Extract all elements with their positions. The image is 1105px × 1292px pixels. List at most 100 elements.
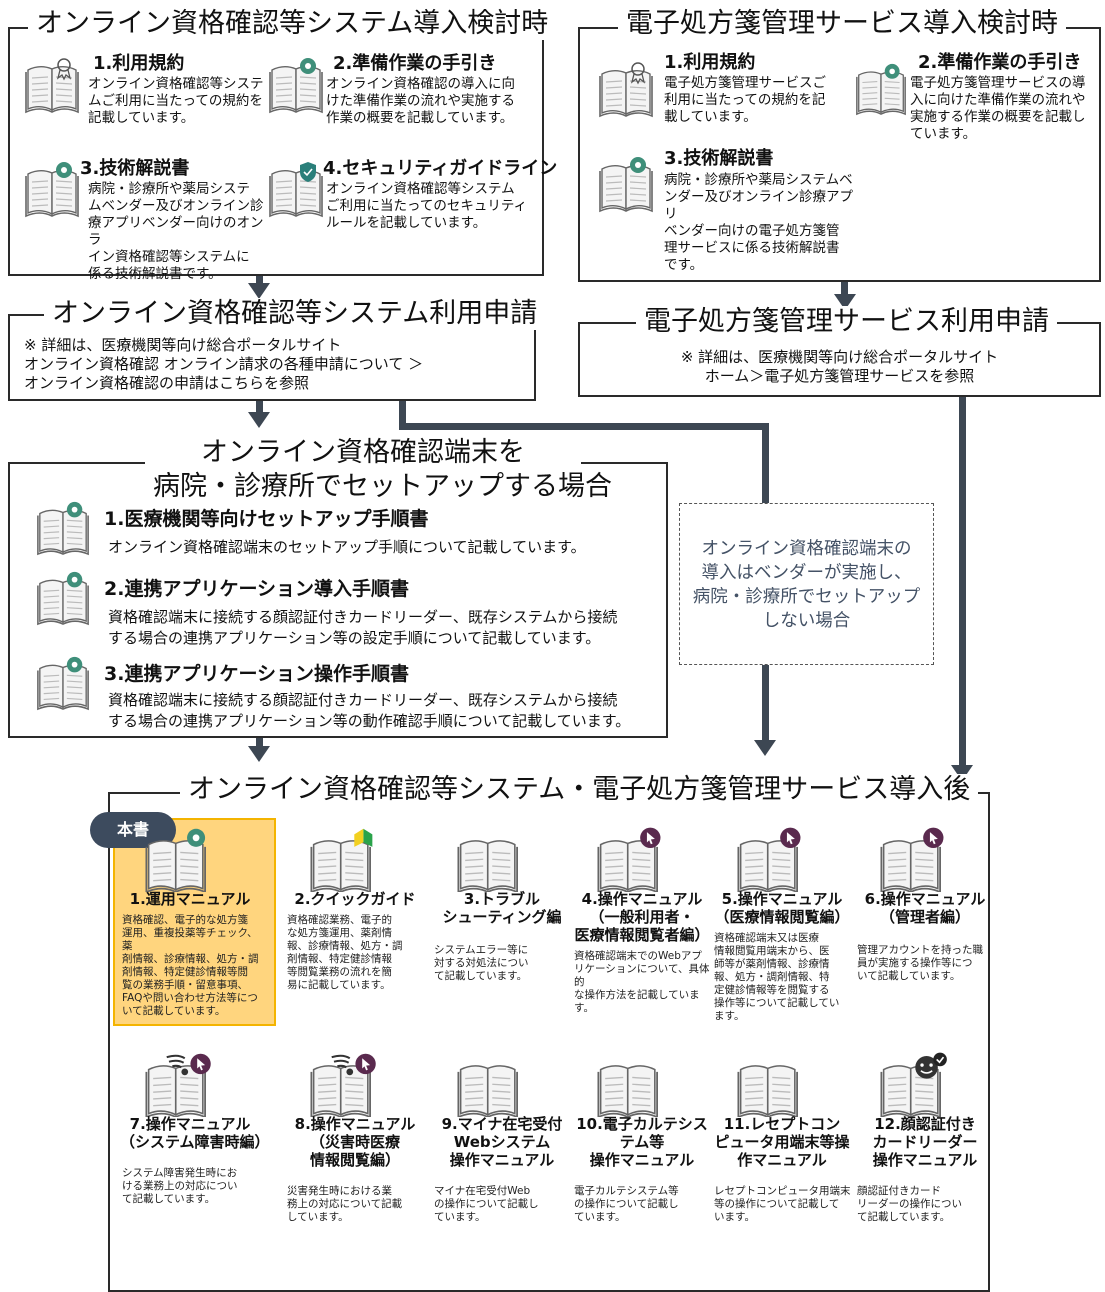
erx-study-title: 電子処方箋管理サービス導入検討時 xyxy=(618,8,1066,40)
manual-card-desc-line: な操作方法を記載していま xyxy=(574,989,700,1001)
connector-erx-study-to-apply xyxy=(841,282,848,300)
manual-card-desc-line: いて記載しています。 xyxy=(857,970,961,982)
book-storm-icon xyxy=(140,1047,216,1121)
book-shield-icon xyxy=(268,160,324,222)
manual-card-desc-line: マイナ在宅受付Web xyxy=(434,1185,531,1197)
manual-card-desc: 災害発生時における業務上の対応について記載しています。 xyxy=(287,1185,425,1224)
manual-card-desc-line: の操作について記載し xyxy=(574,1198,679,1210)
manual-card-title: 8.操作マニュアル（災害時医療情報閲覧編） xyxy=(285,1115,425,1169)
manual-card-title: 12.顔認証付きカードリーダー操作マニュアル xyxy=(855,1115,995,1169)
erx-tech-guide-desc: 病院・診療所や薬局システムベ ンダー及びオンライン診療アプリ ベンダー向けの電子… xyxy=(664,172,853,273)
erx-terms-title: 1.利用規約 xyxy=(664,52,756,73)
manual-card-desc-line: 報、処方・調剤情報、特 xyxy=(714,971,830,983)
manual-card-title: 10.電子カルテシステム等操作マニュアル xyxy=(572,1115,712,1169)
connector-vendor-to-after xyxy=(762,665,769,745)
manual-card-desc: 顔認証付きカードリーダーの操作について記載しています。 xyxy=(857,1185,995,1224)
manual-card-desc-line: 剤情報、特定健診情報 xyxy=(287,953,392,965)
book-cursor-icon xyxy=(875,822,951,896)
book-gear-icon xyxy=(30,655,96,715)
online-apply-notes: ※ 詳細は、医療機関等向け総合ポータルサイト オンライン資格確認 オンライン請求… xyxy=(24,336,424,392)
book-gear-icon xyxy=(30,500,96,560)
manual-card-desc-line: の操作について記載し xyxy=(434,1198,539,1210)
manual-card-desc-line: 剤情報、特定健診情報等閲 xyxy=(122,966,248,978)
book-gear-icon xyxy=(268,56,324,118)
book-plain-icon xyxy=(592,1047,668,1121)
book-gear-icon xyxy=(24,160,80,222)
manual-card-desc-line: います。 xyxy=(714,1211,755,1223)
manual-card-title-line: 4.操作マニュアル xyxy=(581,890,703,908)
manual-card-title-line: 作マニュアル xyxy=(737,1151,827,1169)
setup-title: オンライン資格確認端末を 病院・診療所でセットアップする場合 xyxy=(145,436,612,504)
book-gear-icon xyxy=(598,155,654,217)
manual-card-title: 2.クイックガイド xyxy=(285,890,425,908)
manual-card-title-line: 1.運用マニュアル xyxy=(129,890,251,908)
manual-card-desc: 電子カルテシステム等の操作について記載しています。 xyxy=(574,1185,712,1224)
manual-card-title-line: 6.操作マニュアル xyxy=(864,890,986,908)
manual-card-desc-line: いて記載しています。 xyxy=(122,1005,226,1017)
manual-card-desc: 資格確認業務、電子的な処方箋運用、薬剤情報、診療情報、処方・調剤情報、特定健診情… xyxy=(287,914,425,992)
online-terms-title: 1.利用規約 xyxy=(93,53,185,74)
manual-card-desc-line: 易に記載しています。 xyxy=(287,979,391,991)
manual-card-desc: システム障害発生時における業務上の対応について記載しています。 xyxy=(122,1167,260,1206)
manual-card-desc-line: 運用、重複投薬等チェック、薬 xyxy=(122,927,258,952)
manual-card-desc-line: リーダーの操作につい xyxy=(857,1198,962,1210)
book-plain-icon xyxy=(732,1047,808,1121)
manual-card-desc-line: 対する対処法につい xyxy=(434,957,529,969)
manual-card-desc-line: リケーションについて、具体的 xyxy=(574,963,710,988)
manual-card-desc-line: す。 xyxy=(574,1002,594,1014)
arrowhead xyxy=(754,740,776,756)
manual-card-desc-line: 報、診療情報、処方・調 xyxy=(287,940,403,952)
manual-card-desc-line: 等の操作について記載して xyxy=(714,1198,840,1210)
erx-terms-desc: 電子処方箋管理サービスご 利用に当たっての規約を記 載しています。 xyxy=(664,75,826,125)
link-app-install-desc: 資格確認端末に接続する顔認証付きカードリーダー、既存システムから接続 する場合の… xyxy=(108,608,618,647)
manual-card-desc-line: 資格確認端末でのWebアプ xyxy=(574,950,702,962)
manual-card-title-line: 5.操作マニュアル xyxy=(721,890,843,908)
manual-card-desc-line: 覧の業務手順・留意事項、 xyxy=(122,979,248,991)
arrowhead xyxy=(248,283,270,299)
manual-card-desc-line: 定健診情報等を閲覧する xyxy=(714,984,830,996)
manual-card-desc-line: て記載しています。 xyxy=(434,970,528,982)
manual-card-title-line: カードリーダー xyxy=(872,1133,978,1151)
book-storm-icon xyxy=(305,1047,381,1121)
manual-card-desc-line: て記載しています。 xyxy=(122,1193,216,1205)
manual-card-title-line: 操作マニュアル xyxy=(872,1151,978,1169)
link-app-operation-title: 3.連携アプリケーション操作手順書 xyxy=(104,663,410,685)
online-security-title: 4.セキュリティガイドライン xyxy=(323,158,558,179)
manual-card-desc-line: 資格確認、電子的な処方箋 xyxy=(122,914,248,926)
vendor-setup-note xyxy=(679,503,934,665)
book-cursor-icon xyxy=(732,822,808,896)
book-ribbon-icon xyxy=(598,60,654,122)
manual-card-desc-line: 情報閲覧用端末から、医 xyxy=(714,945,830,957)
manual-card-desc: システムエラー等に対する対処法について記載しています。 xyxy=(434,944,572,983)
manual-card-title-line: （管理者編） xyxy=(879,908,970,926)
book-face-icon xyxy=(875,1047,951,1121)
online-terms-desc: オンライン資格確認等システ ムご利用に当たっての規約を 記載しています。 xyxy=(88,76,264,126)
manual-card-desc-line: 師等が薬剤情報、診療情 xyxy=(714,958,830,970)
book-gear-icon xyxy=(30,570,96,630)
online-tech-guide-title: 3.技術解説書 xyxy=(80,158,190,179)
manual-card-desc-line: 員が実施する操作等につ xyxy=(857,957,973,969)
manual-card-desc-line: ています。 xyxy=(434,1211,486,1223)
book-plain-icon xyxy=(452,1047,528,1121)
book-cursor-icon xyxy=(592,822,668,896)
online-prep-guide-title: 2.準備作業の手引き xyxy=(333,53,497,74)
manual-card-title-line: 操作マニュアル xyxy=(589,1151,695,1169)
manual-card-desc: レセプトコンピュータ用端末等の操作について記載しています。 xyxy=(714,1185,852,1224)
manual-card-desc-line: 資格確認業務、電子的 xyxy=(287,914,392,926)
book-ribbon-icon xyxy=(24,56,80,118)
manual-card-desc-line: 災害発生時における業 xyxy=(287,1185,392,1197)
book-plain-icon xyxy=(452,822,528,896)
manual-card-title: 7.操作マニュアル（システム障害時編） xyxy=(120,1115,270,1151)
erx-tech-guide-title: 3.技術解説書 xyxy=(664,148,774,169)
manual-card-desc-line: レセプトコンピュータ用端末 xyxy=(714,1185,851,1197)
manual-card-title: 6.操作マニュアル（管理者編） xyxy=(855,890,995,926)
manual-card-title-line: 医療情報閲覧者編） xyxy=(574,926,710,944)
manual-card-desc-line: システムエラー等に xyxy=(434,944,529,956)
manual-card-title-line: 2.クイックガイド xyxy=(294,890,416,908)
arrowhead xyxy=(248,746,270,762)
manual-card-desc-line: FAQや問い合わせ方法等につ xyxy=(122,992,258,1004)
setup-procedure-title: 1.医療機関等向けセットアップ手順書 xyxy=(104,508,429,530)
manual-card-desc-line: な処方箋運用、薬剤情 xyxy=(287,927,392,939)
manual-card-title: 3.トラブルシューティング編 xyxy=(432,890,572,926)
manual-card-desc-line: て記載しています。 xyxy=(857,1211,951,1223)
